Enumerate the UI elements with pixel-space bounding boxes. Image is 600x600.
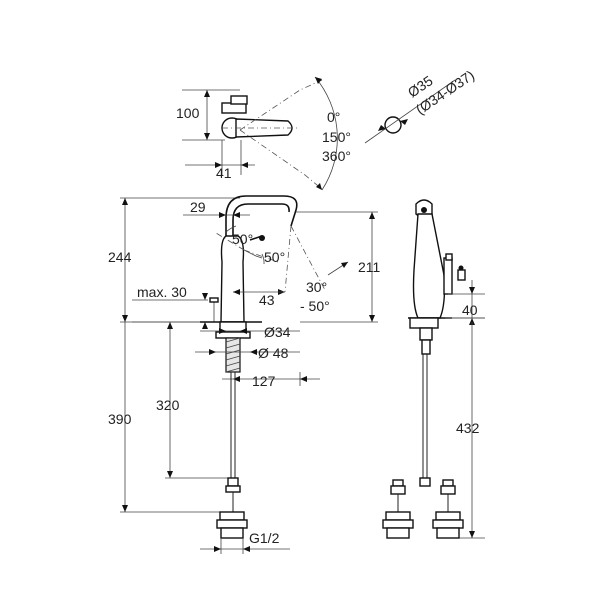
angle-30-label: 30° (306, 279, 327, 295)
dim-211-label: 211 (358, 259, 381, 275)
max-30-label: max. 30 (137, 284, 187, 300)
top-view: 100 0° 150° 360° 41 (176, 76, 351, 191)
thread-label: G1/2 (249, 530, 280, 546)
dia-34-label: Ø34 (264, 324, 291, 340)
rot-360-label: 360° (322, 148, 351, 164)
rot-0-label: 0° (327, 109, 340, 125)
dim-40-label: 40 (462, 302, 478, 318)
angle-50-lower-label: 50° (264, 249, 285, 265)
front-view: 244 390 320 50° 50° 29 (108, 195, 381, 554)
hole-detail: Ø35 (Ø34-Ø37) (364, 67, 477, 144)
dim-100-label: 100 (176, 105, 200, 121)
dia-48-label: Ø 48 (258, 345, 289, 361)
dim-390-label: 390 (108, 411, 132, 427)
dim-320-label: 320 (156, 397, 180, 413)
dim-29-label: 29 (190, 199, 206, 215)
rot-150-label: 150° (322, 129, 351, 145)
dim-41-label: 41 (216, 165, 232, 181)
angle-50-upper-label: 50° (232, 231, 253, 247)
dim-432-label: 432 (456, 420, 480, 436)
side-view: 40 432 (382, 199, 485, 539)
dim-43-label: 43 (259, 292, 275, 308)
angle-neg50-label: - 50° (300, 298, 330, 314)
dim-127-label: 127 (252, 373, 276, 389)
dim-244-label: 244 (108, 249, 132, 265)
